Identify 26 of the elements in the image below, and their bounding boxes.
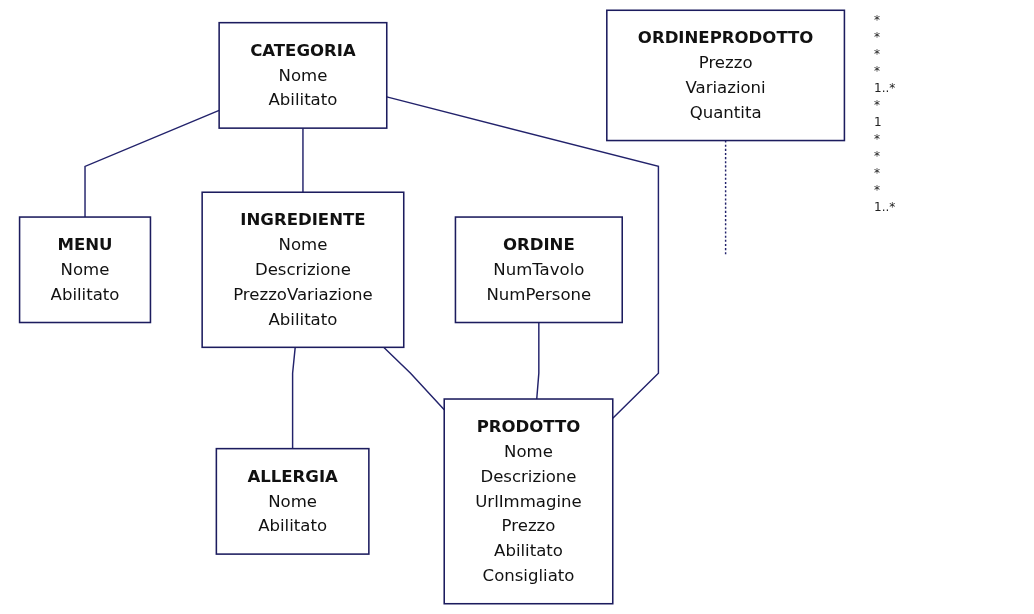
multiplicity-label: * — [874, 132, 881, 146]
multiplicity-label: * — [874, 47, 881, 61]
multiplicity-label: 1 — [874, 115, 883, 129]
connector — [302, 127, 304, 193]
multiplicity-label: * — [874, 30, 881, 44]
node-box: INGREDIENTE Nome Descrizione PrezzoVariazione Abilitato — [201, 191, 405, 349]
node-box: CATEGORIA Nome Abilitato — [218, 21, 388, 129]
node-box: MENU Nome Abilitato — [18, 216, 152, 324]
node-box: PRODOTTO Nome Descrizione UrlImmagine Prezzo Abilitato Consigliato — [443, 398, 614, 605]
connector — [536, 321, 540, 400]
connector — [386, 96, 660, 419]
multiplicity-label: * — [874, 166, 881, 180]
connector — [291, 346, 296, 450]
multiplicity-label: * — [874, 13, 881, 27]
multiplicity-label: 1..* — [874, 81, 897, 95]
multiplicity-label: * — [874, 98, 881, 112]
node-box: ALLERGIA Nome Abilitato — [215, 447, 370, 555]
connector — [84, 109, 220, 218]
connector — [382, 346, 445, 411]
multiplicity-label: 1..* — [874, 200, 897, 214]
multiplicity-label: * — [874, 64, 881, 78]
node-box: ORDINEPRODOTTO Prezzo Variazioni Quantita — [606, 9, 846, 142]
node-box: ORDINE NumTavolo NumPersone — [454, 216, 623, 324]
connector — [724, 139, 727, 255]
multiplicity-label: * — [874, 149, 881, 163]
multiplicity-label: * — [874, 183, 881, 197]
